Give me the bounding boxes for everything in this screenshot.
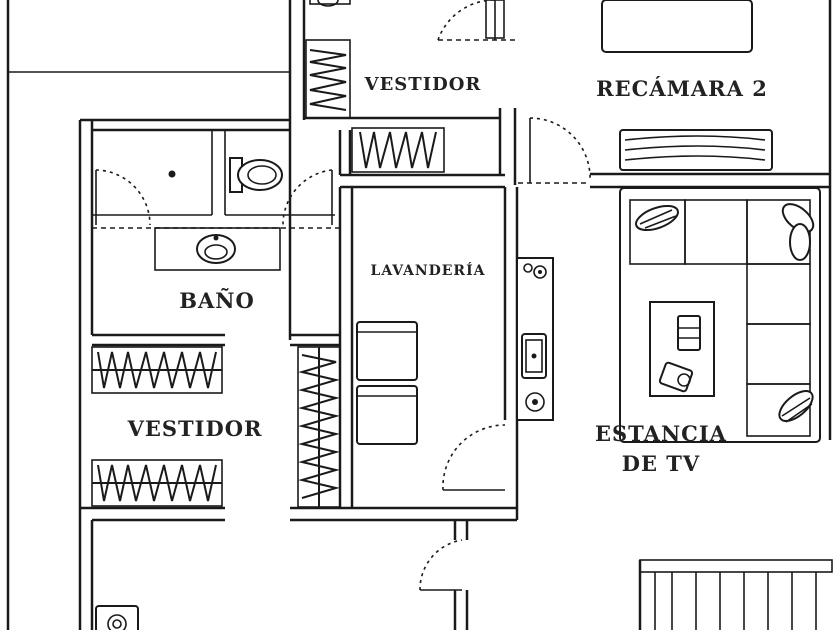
vanity-sink	[154, 227, 281, 271]
label-vestidor-top: VESTIDOR	[364, 74, 482, 95]
coffee-table	[649, 301, 715, 397]
label-bano: BAÑO	[179, 288, 255, 313]
shower-drain	[168, 170, 176, 178]
top-sink	[309, 0, 351, 7]
toilet	[229, 157, 283, 193]
top-shelf	[485, 0, 505, 39]
closet-rail-left-1	[91, 346, 223, 394]
closet-rail-left-2	[91, 459, 223, 507]
closet-rail-top-vertical	[305, 39, 351, 119]
walls	[6, 0, 832, 630]
closet-rail-top-horizontal	[351, 127, 445, 173]
bottom-appliance	[95, 605, 139, 630]
washer	[356, 321, 418, 381]
label-lavanderia: LAVANDERÍA	[371, 261, 486, 279]
label-estancia-line2: DE TV	[622, 451, 700, 476]
label-estancia-line1: ESTANCIA	[595, 421, 727, 446]
wood-bench	[619, 129, 773, 171]
dryer	[356, 385, 418, 445]
label-recamara-2: RECÁMARA 2	[596, 76, 768, 101]
label-vestidor-left: VESTIDOR	[127, 416, 263, 441]
stairs	[638, 559, 833, 630]
closet-rail-middle	[297, 346, 341, 508]
kitchenette	[516, 257, 554, 421]
bed	[601, 0, 753, 53]
